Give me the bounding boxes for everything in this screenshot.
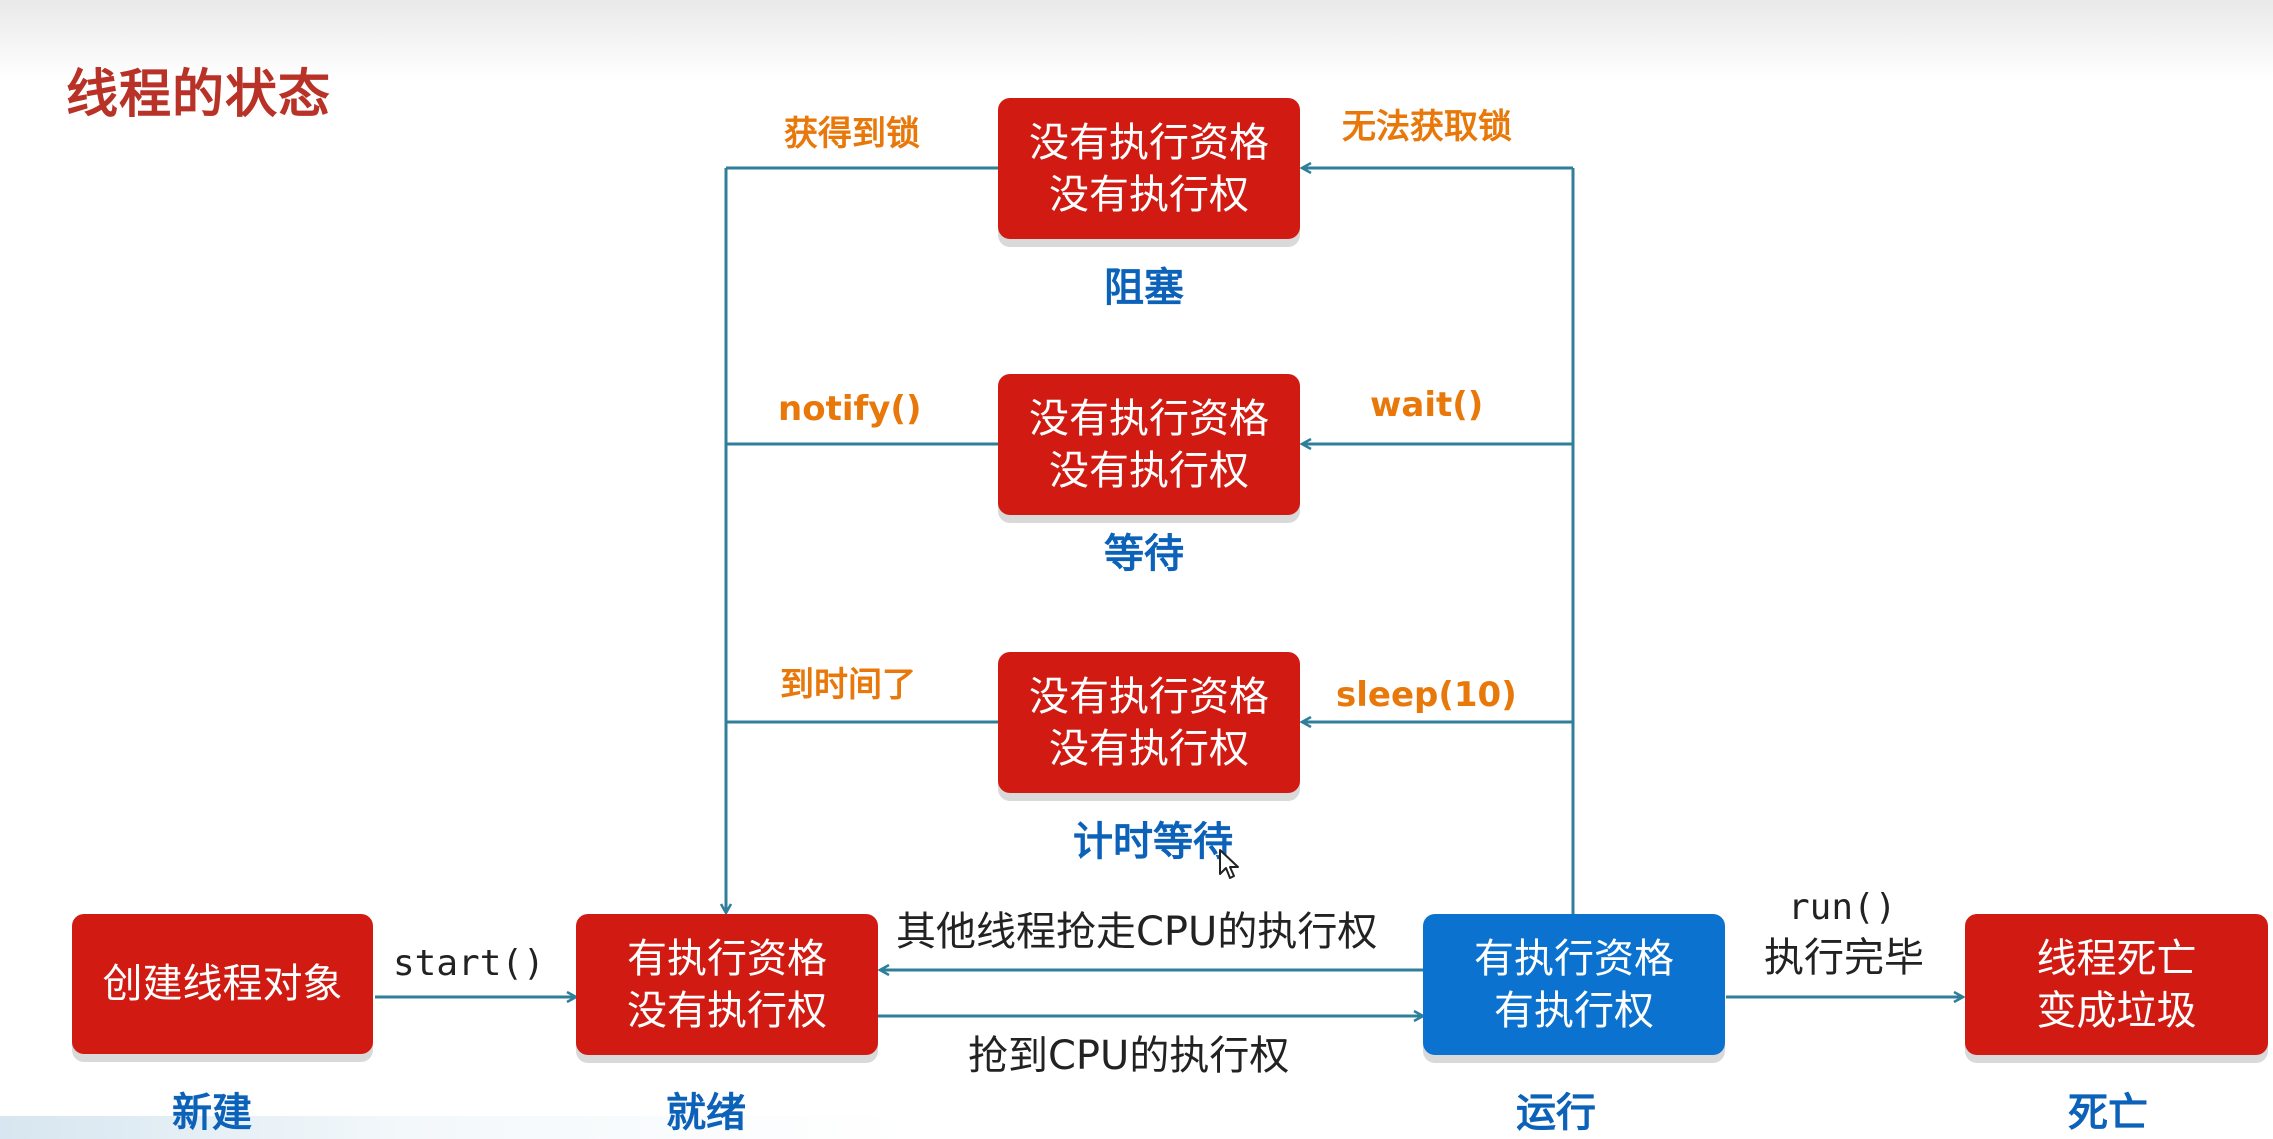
running-box-line-2: 有执行权 [1494,987,1654,1034]
blocked-box: 没有执行资格 没有执行权 [998,98,1300,239]
state-label-running: 运行 [1516,1090,1596,1136]
label-no-lock: 无法获取锁 [1342,107,1512,147]
label-time-up: 到时间了 [780,665,916,705]
ready-box-line-1: 有执行资格 [627,935,827,982]
new-thread-box: 创建线程对象 [72,914,373,1054]
timed-waiting-box: 没有执行资格 没有执行权 [998,652,1300,793]
state-label-new: 新建 [172,1090,252,1136]
bottom-decoration [0,1116,2273,1139]
label-got-cpu: 抢到CPU的执行权 [968,1033,1290,1079]
label-wait: wait() [1370,385,1484,425]
waiting-box-line-2: 没有执行权 [1049,447,1249,494]
label-run: run() [1788,887,1897,928]
label-notify: notify() [778,389,922,429]
header-gradient [0,0,2273,80]
label-got-lock: 获得到锁 [784,114,920,154]
ready-box: 有执行资格 没有执行权 [576,914,878,1055]
state-label-dead: 死亡 [2068,1090,2148,1136]
waiting-box: 没有执行资格 没有执行权 [998,374,1300,515]
page-title: 线程的状态 [66,65,332,125]
mouse-pointer-icon [1219,849,1239,879]
running-box: 有执行资格 有执行权 [1423,914,1725,1055]
timed-waiting-box-line-1: 没有执行资格 [1029,673,1269,720]
label-preempted: 其他线程抢走CPU的执行权 [896,909,1378,955]
label-start: start() [393,943,545,984]
dead-box-line-2: 变成垃圾 [2036,987,2197,1034]
state-label-ready: 就绪 [666,1090,746,1136]
state-label-waiting: 等待 [1104,531,1184,577]
state-label-blocked: 阻塞 [1104,265,1184,311]
timed-waiting-box-line-2: 没有执行权 [1049,725,1249,772]
running-box-line-1: 有执行资格 [1474,935,1674,982]
blocked-box-line-2: 没有执行权 [1049,171,1249,218]
label-sleep: sleep(10) [1336,675,1517,715]
blocked-box-line-1: 没有执行资格 [1029,119,1269,166]
waiting-box-line-1: 没有执行资格 [1029,395,1269,442]
dead-box-line-1: 线程死亡 [2036,935,2197,982]
ready-box-line-2: 没有执行权 [627,987,827,1034]
new-box-line-1: 创建线程对象 [102,961,343,1007]
state-label-timed-waiting: 计时等待 [1073,819,1233,865]
dead-box: 线程死亡 变成垃圾 [1965,914,2268,1055]
label-run-done: 执行完毕 [1764,935,1924,981]
